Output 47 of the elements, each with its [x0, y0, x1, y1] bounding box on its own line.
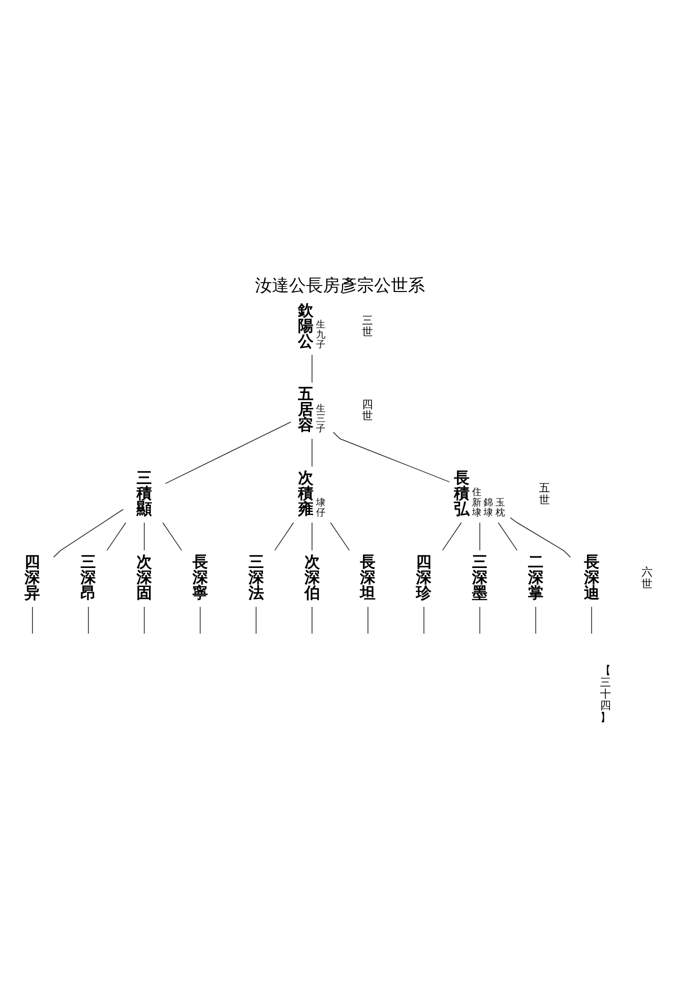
label: 五世	[539, 481, 550, 506]
connector	[535, 606, 536, 634]
connector	[442, 522, 462, 550]
node-text: 三深昂	[80, 552, 97, 602]
node-text: 次深伯	[304, 552, 320, 602]
label: 四世	[362, 397, 374, 422]
node-text: 三深法	[248, 552, 264, 602]
connector	[510, 516, 571, 558]
connector	[479, 522, 480, 550]
connector	[498, 522, 518, 550]
node-text: 四深珍	[416, 552, 432, 602]
connector	[200, 606, 201, 634]
node-label: 生九子	[316, 318, 325, 350]
node-text: 四深异	[24, 552, 41, 602]
connector	[591, 606, 592, 634]
connector	[144, 522, 145, 550]
connector	[88, 606, 89, 634]
connector	[144, 606, 145, 634]
node-label: 玉枕	[495, 496, 504, 518]
node-text: 二深掌	[528, 552, 544, 602]
connector	[332, 431, 450, 482]
node-text: 長深迪	[584, 552, 600, 602]
connector	[106, 522, 126, 550]
node-text: 長積弘	[454, 468, 470, 518]
node-label: 錦埭	[484, 496, 493, 518]
node-text: 長深坦	[360, 552, 376, 602]
node-label: 埭仔	[316, 496, 325, 518]
node-text: 三深墨	[472, 552, 488, 602]
connector	[164, 421, 292, 484]
node-text: 五居容	[298, 384, 314, 434]
node-label: 生三子	[316, 402, 325, 434]
connector	[32, 606, 33, 634]
node-text: 次深固	[136, 552, 153, 602]
node-text: 長深寧	[192, 552, 208, 602]
diagram-title: 汝達公長房彥宗公世系	[255, 275, 425, 296]
node-text: 欽陽公	[298, 300, 314, 350]
label: 六世	[642, 565, 653, 590]
node-text: 三積顯	[136, 468, 153, 518]
connector	[330, 522, 350, 550]
connector	[162, 522, 182, 550]
label: 【三十四】	[600, 664, 611, 724]
node-label: 住新埭	[472, 486, 482, 518]
label: 三世	[362, 313, 374, 338]
connector	[274, 522, 294, 550]
connector	[479, 606, 480, 634]
connector	[53, 508, 124, 558]
node-text: 次積雍	[298, 468, 314, 518]
